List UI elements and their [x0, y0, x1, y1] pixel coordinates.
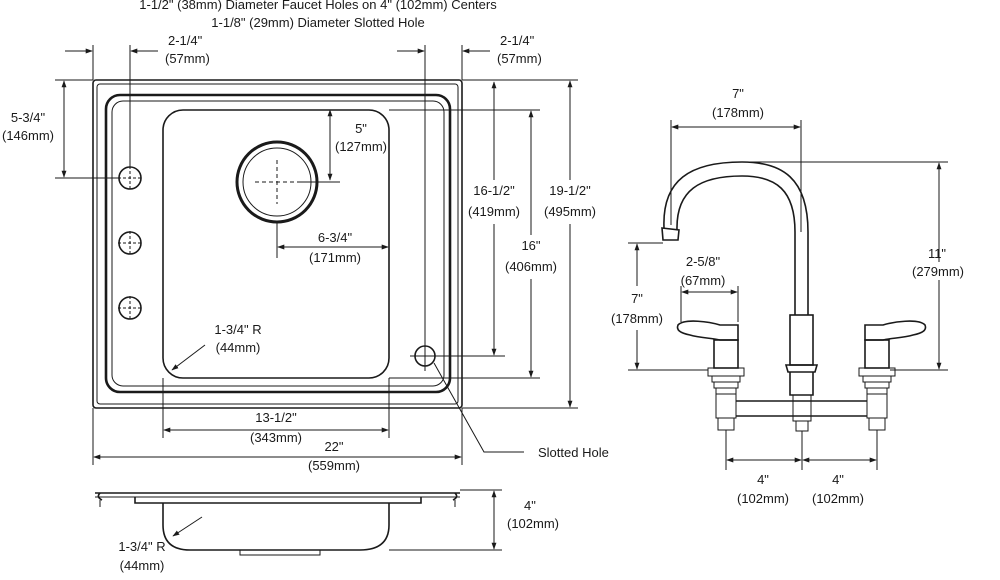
side-bowl-profile [162, 503, 390, 551]
right-valve-shank [866, 393, 888, 419]
dim-spout-height-in: 7" [631, 291, 643, 306]
dim-side-depth-in: 4" [524, 498, 536, 513]
right-valve-body [864, 339, 890, 369]
dim-spacing-left-in: 4" [757, 472, 769, 487]
left-valve-body [713, 339, 739, 369]
left-handle [676, 320, 739, 341]
dim-left-offset-mm: (57mm) [165, 51, 210, 66]
dim-faucet-reach-in: 7" [732, 86, 744, 101]
slotted-hole-note: 1-1/8" (29mm) Diameter Slotted Hole [211, 15, 424, 30]
right-valve-nut [858, 367, 896, 377]
tee-fitting [792, 394, 812, 422]
dim-side-radius-mm: (44mm) [120, 558, 165, 573]
dim-corner-radius-leader [171, 344, 206, 371]
dim-right-offset-in: 2-1/4" [500, 33, 535, 48]
side-rim-lips [97, 492, 458, 501]
dim-faucet-reach-mm: (178mm) [712, 105, 764, 120]
faucet-holes [118, 166, 142, 320]
dim-left-offset-in: 2-1/4" [168, 33, 203, 48]
drain [235, 140, 319, 258]
dim-top-to-hole-mm: (146mm) [2, 128, 54, 143]
dim-overall-width-mm: (559mm) [308, 458, 360, 473]
dim-spacing-right-mm: (102mm) [812, 491, 864, 506]
faucet-holes-note: 1-1/2" (38mm) Diameter Faucet Holes on 4… [139, 0, 497, 12]
slotted-hole-leader [433, 362, 524, 453]
side-clips [99, 500, 456, 507]
sink-deck-outline [104, 93, 452, 394]
spout-body [789, 314, 814, 366]
dim-side-depth-mm: (102mm) [507, 516, 559, 531]
side-drain-stub [239, 550, 321, 556]
dim-handle-in: 2-5/8" [686, 254, 721, 269]
sink-top-view [92, 79, 463, 409]
dim-drain-top-in: 5" [355, 121, 367, 136]
dim-depth-overall-in: 19-1/2" [549, 183, 591, 198]
dim-top-to-hole-in: 5-3/4" [11, 110, 46, 125]
dim-right-offset-mm: (57mm) [497, 51, 542, 66]
dim-depth-bowl-in: 16" [521, 238, 540, 253]
dim-corner-radius-mm: (44mm) [216, 340, 261, 355]
dim-side-radius-in: 1-3/4" R [118, 539, 165, 554]
sink-deck-inner [111, 100, 445, 387]
sink-bowl [162, 109, 390, 379]
right-handle [864, 320, 927, 341]
spout-base-ring [784, 364, 819, 373]
dim-depth-inner-mm: (419mm) [468, 204, 520, 219]
dim-faucet-height-in: 11" [928, 246, 946, 261]
left-valve-nut [707, 367, 745, 377]
slotted-hole [410, 341, 440, 371]
left-valve-shank [715, 393, 737, 419]
spout-tip [661, 227, 680, 241]
spout-stem [789, 372, 814, 396]
dim-corner-radius-in: 1-3/4" R [214, 322, 261, 337]
sink-rim-inner-edge [96, 83, 459, 405]
side-flange [134, 497, 422, 504]
dim-drain-top-mm: (127mm) [335, 139, 387, 154]
dim-depth-inner-in: 16-1/2" [473, 183, 515, 198]
dim-bowl-width-mm: (343mm) [250, 430, 302, 445]
sink-outer-rim [92, 79, 463, 409]
dim-depth-overall-mm: (495mm) [544, 204, 596, 219]
dim-spout-height-mm: (178mm) [611, 311, 663, 326]
dim-handle-mm: (67mm) [681, 273, 726, 288]
cross-pipe [736, 400, 867, 417]
dim-spacing-right-in: 4" [832, 472, 844, 487]
sink-side-view [95, 492, 460, 556]
dim-depth-bowl-mm: (406mm) [505, 259, 557, 274]
dim-drain-left-in: 6-3/4" [318, 230, 353, 245]
spout-inner [676, 175, 796, 315]
dim-bowl-width-in: 13-1/2" [255, 410, 297, 425]
faucet-elevation [661, 161, 927, 432]
slotted-hole-label: Slotted Hole [538, 445, 609, 460]
dim-faucet-height-mm: (279mm) [912, 264, 964, 279]
dim-overall-width-in: 22" [324, 439, 343, 454]
dim-side-radius-leader [172, 516, 203, 537]
dim-drain-left-mm: (171mm) [309, 250, 361, 265]
dim-spacing-left-mm: (102mm) [737, 491, 789, 506]
